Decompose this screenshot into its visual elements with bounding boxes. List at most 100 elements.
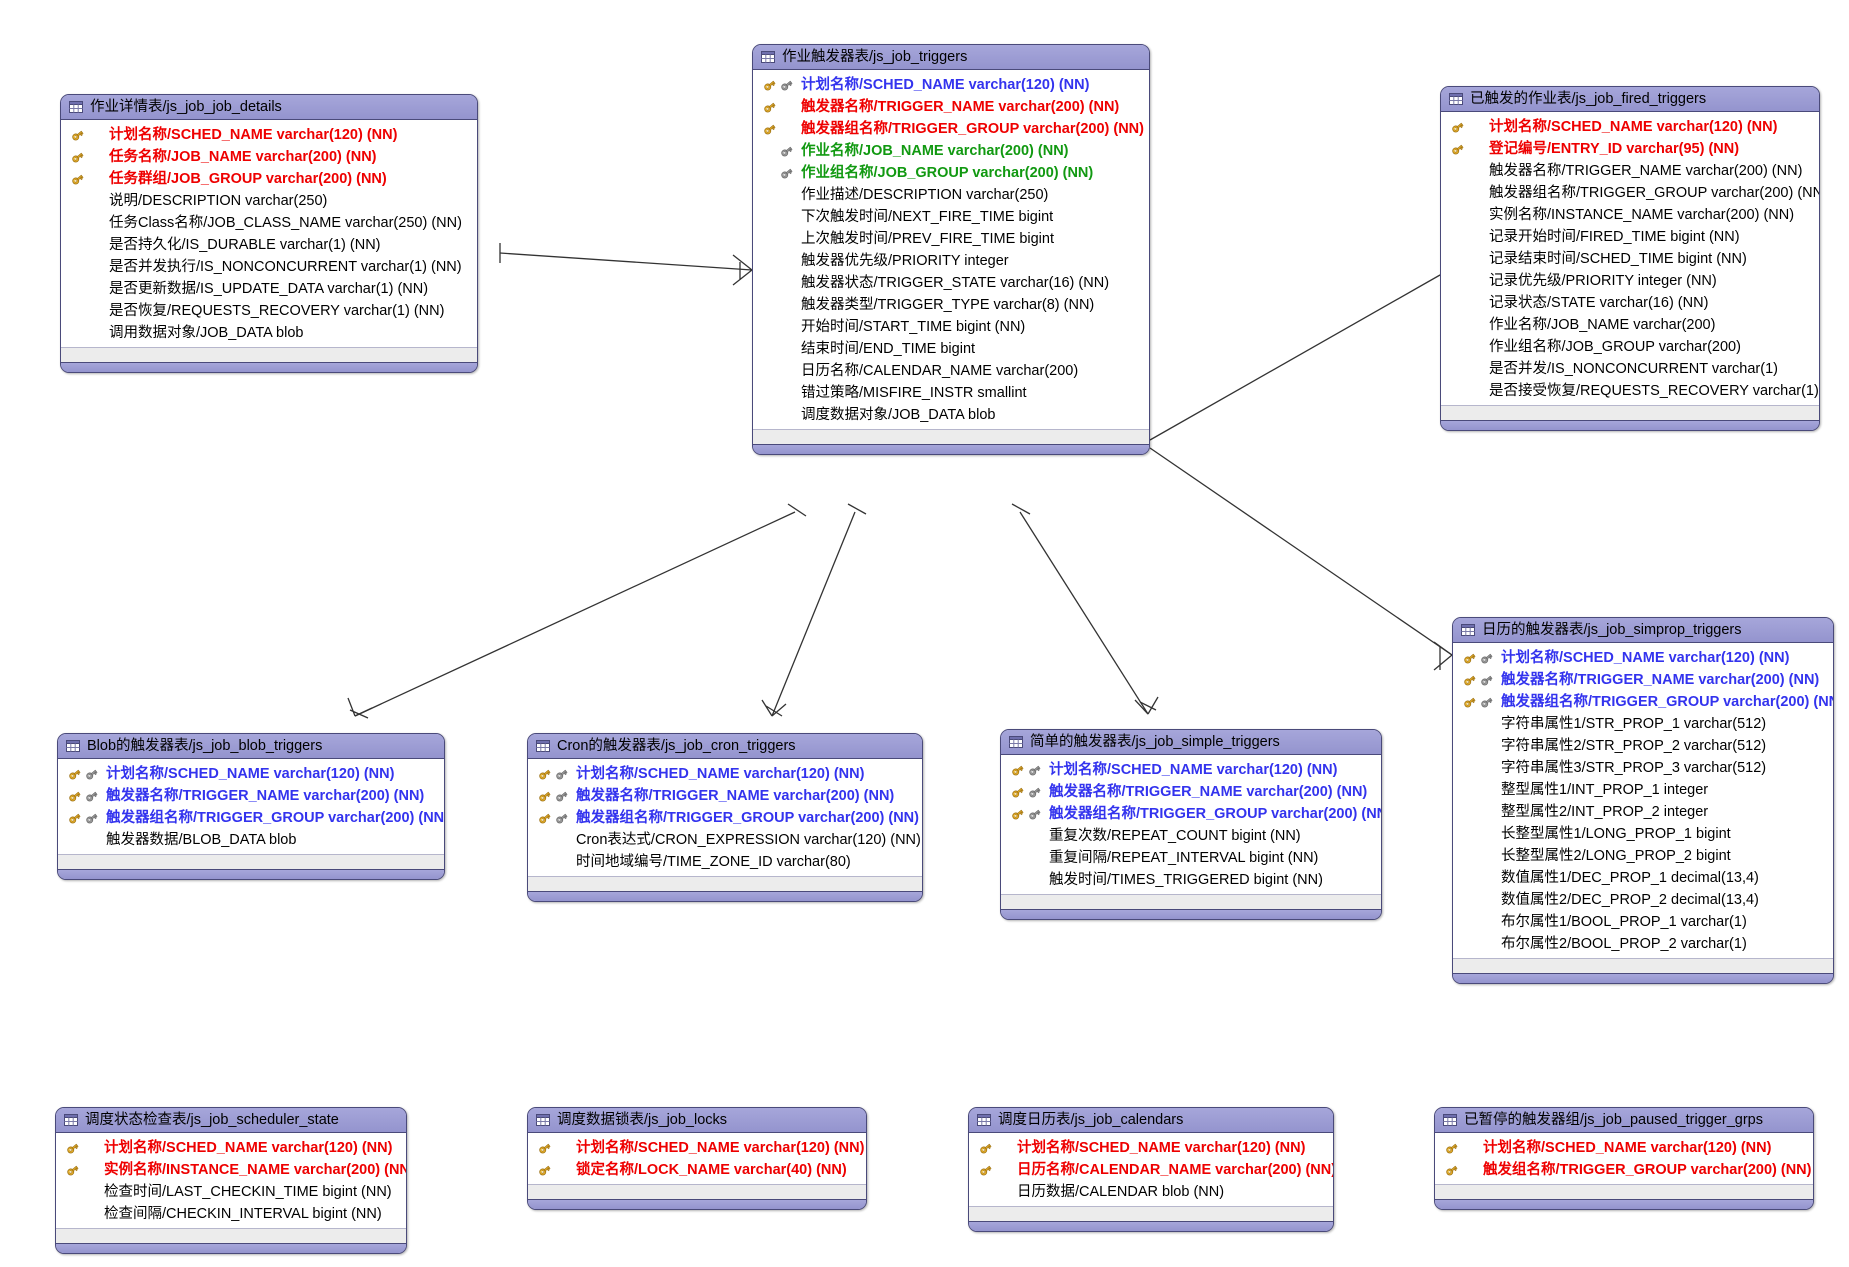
attribute-row[interactable]: 下次触发时间/NEXT_FIRE_TIME bigint (753, 206, 1149, 228)
attribute-row[interactable]: 是否接受恢复/REQUESTS_RECOVERY varchar(1) (1441, 380, 1819, 402)
attribute-row[interactable]: 触发器组名称/TRIGGER_GROUP varchar(200) (NN) (753, 118, 1149, 140)
entity-cron_triggers[interactable]: Cron的触发器表/js_job_cron_triggers 计划名称/SCHED… (527, 733, 923, 902)
attribute-row[interactable]: 任务Class名称/JOB_CLASS_NAME varchar(250) (N… (61, 212, 477, 234)
attribute-row[interactable]: 触发器数据/BLOB_DATA blob (58, 829, 444, 851)
attribute-row[interactable]: 重复次数/REPEAT_COUNT bigint (NN) (1001, 825, 1381, 847)
entity-header-job_triggers[interactable]: 作业触发器表/js_job_triggers (753, 45, 1149, 70)
attribute-row[interactable]: 结束时间/END_TIME bigint (753, 338, 1149, 360)
attribute-row[interactable]: 计划名称/SCHED_NAME varchar(120) (NN) (58, 763, 444, 785)
entity-header-cron_triggers[interactable]: Cron的触发器表/js_job_cron_triggers (528, 734, 922, 759)
entity-job_triggers[interactable]: 作业触发器表/js_job_triggers 计划名称/SCHED_NAME va… (752, 44, 1150, 455)
entity-blob_triggers[interactable]: Blob的触发器表/js_job_blob_triggers 计划名称/SCHED… (57, 733, 445, 880)
entity-simprop_triggers[interactable]: 日历的触发器表/js_job_simprop_triggers 计划名称/SCHE… (1452, 617, 1834, 984)
attribute-row[interactable]: 作业描述/DESCRIPTION varchar(250) (753, 184, 1149, 206)
attribute-row[interactable]: 调用数据对象/JOB_DATA blob (61, 322, 477, 344)
entity-scheduler_state[interactable]: 调度状态检查表/js_job_scheduler_state 计划名称/SCHED… (55, 1107, 407, 1254)
attribute-row[interactable]: 触发器名称/TRIGGER_NAME varchar(200) (NN) (528, 785, 922, 807)
attribute-row[interactable]: 是否更新数据/IS_UPDATE_DATA varchar(1) (NN) (61, 278, 477, 300)
attribute-row[interactable]: 日历名称/CALENDAR_NAME varchar(200) (NN) (969, 1159, 1333, 1181)
attribute-row[interactable]: 触发器组名称/TRIGGER_GROUP varchar(200) (NN) (528, 807, 922, 829)
attribute-row[interactable]: 开始时间/START_TIME bigint (NN) (753, 316, 1149, 338)
attribute-row[interactable]: 检查时间/LAST_CHECKIN_TIME bigint (NN) (56, 1181, 406, 1203)
entity-paused_trigger_grps[interactable]: 已暂停的触发器组/js_job_paused_trigger_grps 计划名称/… (1434, 1107, 1814, 1210)
attribute-row[interactable]: 字符串属性1/STR_PROP_1 varchar(512) (1453, 713, 1833, 735)
entity-header-fired_triggers[interactable]: 已触发的作业表/js_job_fired_triggers (1441, 87, 1819, 112)
attribute-row[interactable]: 日历数据/CALENDAR blob (NN) (969, 1181, 1333, 1203)
attribute-row[interactable]: 日历名称/CALENDAR_NAME varchar(200) (753, 360, 1149, 382)
attribute-row[interactable]: 计划名称/SCHED_NAME varchar(120) (NN) (1441, 116, 1819, 138)
attribute-row[interactable]: 触发时间/TIMES_TRIGGERED bigint (NN) (1001, 869, 1381, 891)
entity-header-simprop_triggers[interactable]: 日历的触发器表/js_job_simprop_triggers (1453, 618, 1833, 643)
attribute-row[interactable]: 整型属性2/INT_PROP_2 integer (1453, 801, 1833, 823)
attribute-row[interactable]: 是否并发/IS_NONCONCURRENT varchar(1) (1441, 358, 1819, 380)
attribute-row[interactable]: 触发器名称/TRIGGER_NAME varchar(200) (NN) (753, 96, 1149, 118)
attribute-row[interactable]: 计划名称/SCHED_NAME varchar(120) (NN) (1435, 1137, 1813, 1159)
attribute-row[interactable]: 触发器状态/TRIGGER_STATE varchar(16) (NN) (753, 272, 1149, 294)
attribute-row[interactable]: 数值属性2/DEC_PROP_2 decimal(13,4) (1453, 889, 1833, 911)
attribute-row[interactable]: 触发器名称/TRIGGER_NAME varchar(200) (NN) (1453, 669, 1833, 691)
attribute-row[interactable]: 是否并发执行/IS_NONCONCURRENT varchar(1) (NN) (61, 256, 477, 278)
attribute-row[interactable]: 计划名称/SCHED_NAME varchar(120) (NN) (969, 1137, 1333, 1159)
attribute-row[interactable]: 时间地域编号/TIME_ZONE_ID varchar(80) (528, 851, 922, 873)
attribute-row[interactable]: 作业名称/JOB_NAME varchar(200) (1441, 314, 1819, 336)
entity-locks[interactable]: 调度数据锁表/js_job_locks 计划名称/SCHED_NAME varch… (527, 1107, 867, 1210)
entity-header-scheduler_state[interactable]: 调度状态检查表/js_job_scheduler_state (56, 1108, 406, 1133)
attribute-row[interactable]: 字符串属性2/STR_PROP_2 varchar(512) (1453, 735, 1833, 757)
attribute-row[interactable]: 计划名称/SCHED_NAME varchar(120) (NN) (528, 763, 922, 785)
entity-fired_triggers[interactable]: 已触发的作业表/js_job_fired_triggers 计划名称/SCHED_… (1440, 86, 1820, 431)
attribute-row[interactable]: 检查间隔/CHECKIN_INTERVAL bigint (NN) (56, 1203, 406, 1225)
attribute-row[interactable]: 作业组名称/JOB_GROUP varchar(200) (1441, 336, 1819, 358)
entity-header-job_details[interactable]: 作业详情表/js_job_job_details (61, 95, 477, 120)
attribute-row[interactable]: 记录优先级/PRIORITY integer (NN) (1441, 270, 1819, 292)
attribute-row[interactable]: 锁定名称/LOCK_NAME varchar(40) (NN) (528, 1159, 866, 1181)
attribute-row[interactable]: 说明/DESCRIPTION varchar(250) (61, 190, 477, 212)
attribute-row[interactable]: 上次触发时间/PREV_FIRE_TIME bigint (753, 228, 1149, 250)
entity-calendars[interactable]: 调度日历表/js_job_calendars 计划名称/SCHED_NAME va… (968, 1107, 1334, 1232)
entity-header-paused_trigger_grps[interactable]: 已暂停的触发器组/js_job_paused_trigger_grps (1435, 1108, 1813, 1133)
attribute-row[interactable]: 登记编号/ENTRY_ID varchar(95) (NN) (1441, 138, 1819, 160)
attribute-row[interactable]: 触发器名称/TRIGGER_NAME varchar(200) (NN) (1001, 781, 1381, 803)
attribute-row[interactable]: Cron表达式/CRON_EXPRESSION varchar(120) (NN… (528, 829, 922, 851)
attribute-row[interactable]: 计划名称/SCHED_NAME varchar(120) (NN) (56, 1137, 406, 1159)
attribute-row[interactable]: 计划名称/SCHED_NAME varchar(120) (NN) (753, 74, 1149, 96)
attribute-row[interactable]: 计划名称/SCHED_NAME varchar(120) (NN) (1453, 647, 1833, 669)
attribute-row[interactable]: 计划名称/SCHED_NAME varchar(120) (NN) (528, 1137, 866, 1159)
attribute-row[interactable]: 触发器优先级/PRIORITY integer (753, 250, 1149, 272)
attribute-row[interactable]: 触发器组名称/TRIGGER_GROUP varchar(200) (NN) (1453, 691, 1833, 713)
attribute-row[interactable]: 触发器类型/TRIGGER_TYPE varchar(8) (NN) (753, 294, 1149, 316)
attribute-row[interactable]: 任务群组/JOB_GROUP varchar(200) (NN) (61, 168, 477, 190)
attribute-row[interactable]: 布尔属性1/BOOL_PROP_1 varchar(1) (1453, 911, 1833, 933)
attribute-row[interactable]: 字符串属性3/STR_PROP_3 varchar(512) (1453, 757, 1833, 779)
attribute-row[interactable]: 布尔属性2/BOOL_PROP_2 varchar(1) (1453, 933, 1833, 955)
attribute-row[interactable]: 触发器组名称/TRIGGER_GROUP varchar(200) (NN) (58, 807, 444, 829)
attribute-row[interactable]: 触发器名称/TRIGGER_NAME varchar(200) (NN) (1441, 160, 1819, 182)
attribute-row[interactable]: 记录结束时间/SCHED_TIME bigint (NN) (1441, 248, 1819, 270)
attribute-row[interactable]: 长整型属性1/LONG_PROP_1 bigint (1453, 823, 1833, 845)
attribute-row[interactable]: 重复间隔/REPEAT_INTERVAL bigint (NN) (1001, 847, 1381, 869)
attribute-row[interactable]: 是否持久化/IS_DURABLE varchar(1) (NN) (61, 234, 477, 256)
attribute-row[interactable]: 触发器名称/TRIGGER_NAME varchar(200) (NN) (58, 785, 444, 807)
attribute-row[interactable]: 作业组名称/JOB_GROUP varchar(200) (NN) (753, 162, 1149, 184)
attribute-row[interactable]: 长整型属性2/LONG_PROP_2 bigint (1453, 845, 1833, 867)
attribute-row[interactable]: 实例名称/INSTANCE_NAME varchar(200) (NN) (56, 1159, 406, 1181)
attribute-row[interactable]: 触发组名称/TRIGGER_GROUP varchar(200) (NN) (1435, 1159, 1813, 1181)
attribute-row[interactable]: 记录状态/STATE varchar(16) (NN) (1441, 292, 1819, 314)
attribute-row[interactable]: 是否恢复/REQUESTS_RECOVERY varchar(1) (NN) (61, 300, 477, 322)
attribute-row[interactable]: 作业名称/JOB_NAME varchar(200) (NN) (753, 140, 1149, 162)
entity-header-blob_triggers[interactable]: Blob的触发器表/js_job_blob_triggers (58, 734, 444, 759)
attribute-row[interactable]: 触发器组名称/TRIGGER_GROUP varchar(200) (NN) (1001, 803, 1381, 825)
entity-header-locks[interactable]: 调度数据锁表/js_job_locks (528, 1108, 866, 1133)
entity-header-simple_triggers[interactable]: 简单的触发器表/js_job_simple_triggers (1001, 730, 1381, 755)
entity-job_details[interactable]: 作业详情表/js_job_job_details 计划名称/SCHED_NAME … (60, 94, 478, 373)
attribute-row[interactable]: 整型属性1/INT_PROP_1 integer (1453, 779, 1833, 801)
attribute-row[interactable]: 任务名称/JOB_NAME varchar(200) (NN) (61, 146, 477, 168)
attribute-row[interactable]: 实例名称/INSTANCE_NAME varchar(200) (NN) (1441, 204, 1819, 226)
attribute-row[interactable]: 调度数据对象/JOB_DATA blob (753, 404, 1149, 426)
attribute-row[interactable]: 错过策略/MISFIRE_INSTR smallint (753, 382, 1149, 404)
attribute-row[interactable]: 数值属性1/DEC_PROP_1 decimal(13,4) (1453, 867, 1833, 889)
attribute-row[interactable]: 记录开始时间/FIRED_TIME bigint (NN) (1441, 226, 1819, 248)
entity-header-calendars[interactable]: 调度日历表/js_job_calendars (969, 1108, 1333, 1133)
attribute-row[interactable]: 计划名称/SCHED_NAME varchar(120) (NN) (61, 124, 477, 146)
attribute-row[interactable]: 触发器组名称/TRIGGER_GROUP varchar(200) (NN) (1441, 182, 1819, 204)
